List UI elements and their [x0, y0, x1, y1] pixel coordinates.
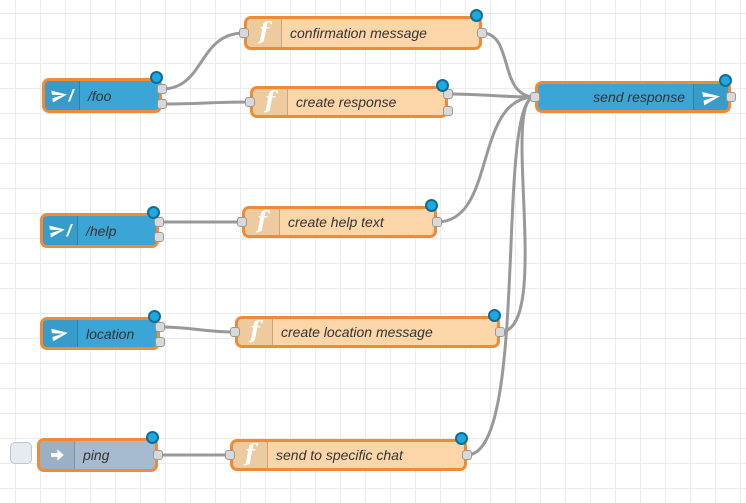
changed-badge-icon: [488, 309, 501, 322]
changed-badge-icon: [146, 431, 159, 444]
output-port[interactable]: [477, 28, 487, 38]
node-create-response[interactable]: f create response: [245, 79, 453, 118]
output-port-2[interactable]: [157, 99, 167, 109]
node-send-to-specific-chat[interactable]: f send to specific chat: [225, 432, 472, 471]
inject-button[interactable]: [10, 442, 32, 464]
changed-badge-icon: [436, 79, 449, 92]
output-port[interactable]: [153, 450, 163, 460]
node-label: confirmation message: [290, 25, 427, 41]
node-label: send to specific chat: [276, 447, 403, 463]
node-label: create help text: [288, 214, 384, 230]
changed-badge-icon: [719, 74, 732, 87]
function-f-icon: f: [253, 89, 288, 115]
wire-create-help-text-to-send-response[interactable]: [436, 95, 536, 224]
node-send-response[interactable]: send response: [530, 74, 736, 113]
wire-foo-to-create-response[interactable]: [161, 100, 251, 106]
function-f-icon: f: [245, 209, 280, 235]
output-port-2[interactable]: [154, 232, 164, 242]
output-port[interactable]: [495, 327, 505, 337]
node-ping[interactable]: ping: [10, 431, 163, 472]
changed-badge-icon: [470, 9, 483, 22]
wire-confirmation-message-to-send-response[interactable]: [481, 31, 536, 99]
output-port[interactable]: [462, 450, 472, 460]
changed-badge-icon: [425, 199, 438, 212]
telegram-plane-icon: [43, 320, 78, 347]
node-label: ping: [83, 447, 110, 463]
wire-location-to-create-location-message[interactable]: [159, 325, 236, 334]
changed-badge-icon: [150, 71, 163, 84]
node-foo[interactable]: / /foo: [42, 71, 167, 113]
node-label: create location message: [281, 324, 433, 340]
input-port[interactable]: [225, 450, 235, 460]
output-port-1[interactable]: [154, 217, 164, 227]
input-port[interactable]: [239, 28, 249, 38]
node-label: send response: [593, 89, 685, 105]
changed-badge-icon: [148, 310, 161, 323]
input-port[interactable]: [530, 92, 540, 102]
wire-foo-to-confirmation-message[interactable]: [161, 31, 245, 91]
output-port[interactable]: [726, 92, 736, 102]
telegram-plane-slash-icon: /: [43, 216, 78, 245]
output-port-2[interactable]: [443, 106, 453, 116]
node-label: /help: [86, 222, 117, 239]
output-port-2[interactable]: [155, 337, 165, 347]
input-port[interactable]: [245, 97, 255, 107]
inject-arrow-icon: [40, 441, 75, 469]
node-label: location: [86, 325, 135, 342]
node-create-location-message[interactable]: f create location message: [230, 309, 505, 348]
output-port[interactable]: [432, 217, 442, 227]
function-f-icon: f: [238, 319, 273, 345]
changed-badge-icon: [147, 206, 160, 219]
changed-badge-icon: [455, 432, 468, 445]
node-location[interactable]: location: [40, 310, 165, 350]
input-port[interactable]: [237, 217, 247, 227]
output-port-1[interactable]: [157, 84, 167, 94]
node-help[interactable]: / /help: [40, 206, 164, 248]
wire-send-to-specific-chat-to-send-response[interactable]: [466, 95, 536, 457]
telegram-plane-slash-icon: /: [45, 81, 80, 110]
node-confirmation-message[interactable]: f confirmation message: [239, 9, 487, 50]
input-port[interactable]: [230, 327, 240, 337]
output-port-1[interactable]: [155, 322, 165, 332]
function-f-icon: f: [233, 442, 268, 468]
node-label: create response: [296, 94, 397, 110]
telegram-plane-icon: [693, 84, 728, 110]
output-port-1[interactable]: [443, 89, 453, 99]
node-label: /foo: [88, 87, 112, 104]
function-f-icon: f: [247, 19, 282, 47]
node-create-help-text[interactable]: f create help text: [237, 199, 442, 238]
